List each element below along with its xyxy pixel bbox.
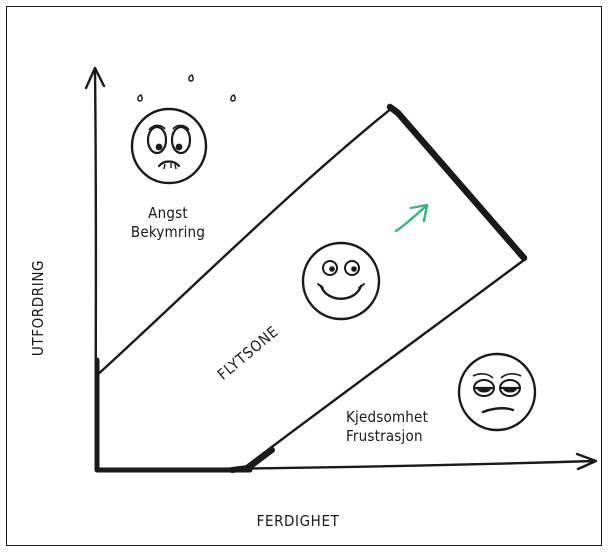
flow-channel	[94, 103, 528, 473]
axis-corner	[94, 357, 253, 473]
diagonal-arrow-icon	[394, 203, 429, 233]
x-axis-label: FERDIGHET	[256, 512, 340, 530]
anxiety-label-line2: Bekymring	[130, 223, 206, 241]
y-axis-label: UTFORDRING	[29, 259, 47, 357]
boredom-label: Kjedsomhet Frustrasjon	[346, 408, 456, 446]
anxiety-label-line1: Angst	[148, 204, 188, 222]
boredom-label-line2: Frustrasjon	[346, 427, 423, 445]
bored-face-icon	[457, 352, 537, 432]
anxious-face-icon	[130, 107, 208, 185]
happy-face-icon	[301, 241, 381, 321]
anxiety-label: Angst Bekymring	[118, 204, 218, 242]
boredom-label-line1: Kjedsomhet	[346, 408, 429, 426]
sweat-drops-icon	[137, 74, 236, 102]
